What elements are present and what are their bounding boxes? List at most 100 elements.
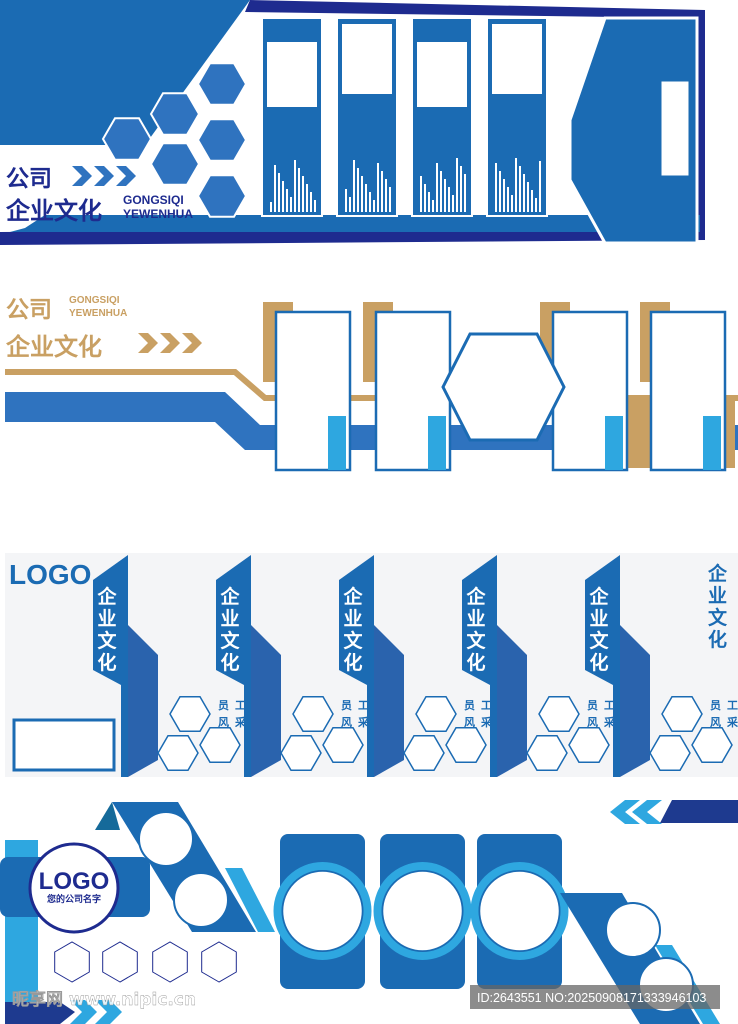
photo-slot: [417, 42, 467, 107]
culture-column: 企业文化员工风采: [93, 555, 247, 777]
column-strip: [613, 620, 650, 777]
bar-line: [503, 179, 505, 212]
light-blue-tab: [703, 416, 721, 470]
navy-bar: [660, 800, 738, 823]
watermark-id: ID:2643551 NO:20250908171333946103: [477, 991, 706, 1005]
photo-slot: [492, 24, 542, 94]
bar-line: [440, 171, 442, 212]
right-title-char: 文: [708, 606, 728, 629]
chevron-left-icon: [610, 800, 640, 824]
hexagon: [149, 92, 201, 136]
staff-style-char: 员: [464, 699, 475, 712]
bar-line: [420, 176, 422, 212]
bar-line: [306, 184, 308, 212]
bar-line: [369, 192, 371, 212]
bar-line: [456, 158, 458, 212]
logo-text: LOGO: [9, 559, 91, 590]
bar-line: [365, 184, 367, 212]
pinyin-line1: GONGSIQI: [123, 193, 184, 207]
bar-graphic-icon: [345, 160, 391, 212]
bar-line: [385, 179, 387, 212]
bar-line: [270, 202, 272, 212]
logo-text: LOGO: [39, 868, 110, 895]
column-title-char: 化: [343, 651, 362, 674]
bar-graphic-icon: [270, 160, 316, 212]
bar-line: [436, 163, 438, 212]
hexagon-frame: [568, 726, 610, 764]
bar-line: [353, 160, 355, 212]
column-title-char: 化: [97, 651, 116, 674]
hexagon: [101, 117, 153, 161]
staff-style-char: 风: [710, 715, 721, 729]
watermark-site: 昵享网 www.nipic.cn: [12, 989, 196, 1010]
column-title-block: [339, 555, 374, 777]
bar-line: [527, 182, 529, 212]
right-arrow-panel: [568, 16, 699, 245]
title-company: 公司: [6, 297, 52, 323]
hexagon-row: [54, 941, 237, 983]
bar-line: [523, 174, 525, 212]
bar-line: [495, 163, 497, 212]
hexagon-frame: [280, 734, 322, 772]
pinyin-line1: GONGSIQI: [69, 295, 120, 306]
bar-line: [432, 200, 434, 212]
right-title-char: 企: [707, 562, 728, 585]
bar-line: [499, 171, 501, 212]
bar-line: [349, 197, 351, 212]
hexagon: [149, 142, 201, 186]
column-title-char: 化: [220, 651, 239, 674]
right-title-char: 化: [708, 628, 727, 651]
circle-ring: [373, 862, 472, 960]
staff-style-char: 员: [710, 699, 721, 712]
center-hexagon-frame: [441, 332, 566, 442]
hexagon-frame: [54, 941, 90, 983]
bar-line: [314, 200, 316, 212]
hexagon: [196, 62, 248, 106]
light-blue-tab: [328, 416, 346, 470]
staff-style-char: 风: [587, 715, 598, 729]
blue-corner-block: [0, 0, 250, 145]
column-title-block: [585, 555, 620, 777]
column-title-char: 文: [220, 629, 240, 652]
culture-column: 企业文化员工风采: [462, 555, 616, 777]
bar-line: [519, 166, 521, 212]
hexagon-frame: [152, 941, 188, 983]
logo-photo-frame: [12, 718, 116, 772]
column-title-block: [216, 555, 251, 777]
bar-line: [531, 190, 533, 212]
photo-circle: [281, 870, 364, 952]
column-title-char: 企: [96, 585, 117, 608]
column-title-char: 文: [97, 629, 117, 652]
hexagon-frame: [526, 734, 568, 772]
column-title-char: 业: [589, 608, 608, 630]
chevron-left-icon: [632, 800, 662, 824]
bar-graphic-icon: [495, 158, 541, 212]
column-strip: [121, 620, 158, 777]
column-title-char: 企: [342, 585, 363, 608]
bar-line: [444, 179, 446, 212]
column-title-char: 文: [466, 629, 486, 652]
column-title-char: 企: [219, 585, 240, 608]
right-title-char: 业: [708, 585, 727, 607]
bar-line: [428, 192, 430, 212]
hexagon-frame: [403, 734, 445, 772]
bar-line: [357, 168, 359, 212]
bar-line: [373, 200, 375, 212]
column-title-block: [93, 555, 128, 777]
column-title-char: 文: [343, 629, 363, 652]
hexagon-frame: [201, 941, 237, 983]
hexagon-frame: [102, 941, 138, 983]
bar-line: [452, 195, 454, 212]
column-title-char: 企: [588, 585, 609, 608]
light-strip: [225, 868, 275, 932]
bar-line: [294, 160, 296, 212]
culture-columns: 企业文化员工风采企业文化员工风采企业文化员工风采企业文化员工风采企业文化员工风采: [93, 555, 738, 777]
column-title-block: [462, 555, 497, 777]
photo-panel: [649, 310, 727, 472]
bar-line: [377, 163, 379, 212]
bar-line: [290, 197, 292, 212]
bar-line: [274, 165, 276, 212]
staff-style-char: 风: [218, 715, 229, 729]
chevron-right-icon: [95, 1000, 122, 1024]
hexagon-frame: [322, 726, 364, 764]
